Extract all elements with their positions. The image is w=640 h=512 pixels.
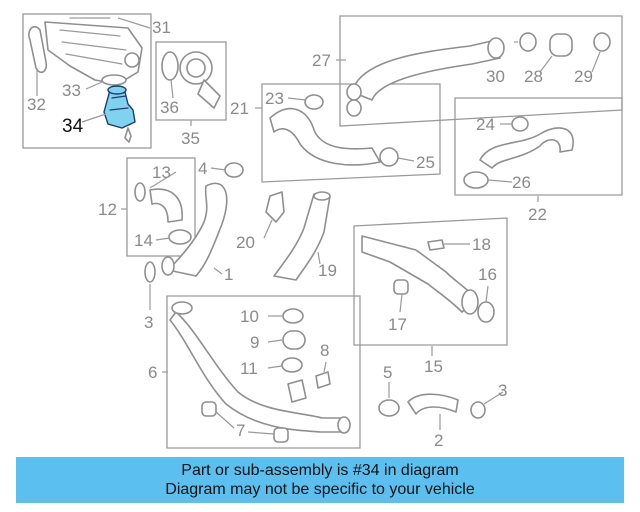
callout-35: 35 — [181, 129, 200, 148]
part-36-gasket — [161, 51, 179, 81]
part-24-clamp — [511, 116, 529, 132]
callout-24: 24 — [476, 115, 495, 134]
callout-2: 2 — [434, 431, 443, 450]
part-19-pipe — [273, 191, 331, 281]
callout-30: 30 — [486, 67, 505, 86]
callout-13: 13 — [152, 163, 171, 182]
part-13-gasket — [134, 182, 146, 202]
group-box-12 — [126, 157, 196, 257]
callout-33: 33 — [62, 81, 81, 100]
part-18-bolt — [427, 239, 445, 251]
callout-28: 28 — [524, 67, 543, 86]
callout-6: 6 — [148, 363, 157, 382]
info-banner: Part or sub-assembly is #34 in diagram D… — [16, 457, 624, 503]
part-3-oring-right — [470, 401, 486, 419]
callout-1: 1 — [224, 265, 233, 284]
callout-5: 5 — [383, 363, 392, 382]
part-29-clamp — [593, 32, 611, 52]
callout-3-left: 3 — [144, 313, 153, 332]
callout-23: 23 — [265, 89, 284, 108]
part-3-oring-left — [144, 261, 156, 283]
part-10-clamp — [282, 308, 304, 324]
part-22-hose — [479, 127, 574, 169]
group-box-31 — [22, 13, 152, 149]
part-14-clamp — [168, 229, 192, 245]
part-35-throttle-body — [179, 51, 221, 109]
part-32-gasket — [28, 25, 48, 74]
banner-line-1: Part or sub-assembly is #34 in diagram — [181, 462, 459, 479]
callout-11: 11 — [240, 359, 258, 378]
callout-31: 31 — [152, 18, 171, 37]
part-5-clamp — [378, 399, 400, 417]
part-12-elbow — [149, 188, 183, 223]
callout-4: 4 — [198, 159, 207, 178]
part-31-manifold — [44, 17, 143, 85]
part-16-oring — [477, 301, 495, 323]
part-7-bushing-a — [201, 401, 217, 417]
group-box-22 — [454, 97, 623, 196]
part-25-clamp — [379, 147, 399, 167]
callout-19: 19 — [318, 261, 337, 280]
callout-17: 17 — [388, 315, 407, 334]
part-23-clamp — [304, 94, 324, 110]
part-7-bushing-b — [273, 427, 289, 443]
part-28-hose — [549, 33, 573, 57]
part-2-hose — [407, 393, 459, 415]
part-11-clamp — [281, 357, 303, 373]
part-26-clamp — [463, 171, 489, 189]
parts-diagram: 31 33 32 34 36 35 27 30 28 29 21 23 25 2… — [22, 13, 623, 450]
part-4-clamp — [224, 162, 244, 178]
callout-16: 16 — [478, 265, 497, 284]
callout-21: 21 — [230, 99, 249, 118]
part-33-oring — [101, 74, 127, 86]
group-box-6 — [166, 295, 361, 449]
part-8-bolt — [315, 371, 331, 389]
part-17-bushing — [393, 279, 409, 295]
callout-18: 18 — [472, 235, 491, 254]
callout-7: 7 — [236, 421, 245, 440]
part-6-pipe — [169, 301, 351, 434]
callout-29: 29 — [574, 67, 593, 86]
part-34-highlighted — [103, 85, 136, 129]
part-30-clamp — [519, 32, 537, 52]
part-bolt-small — [124, 127, 132, 143]
callout-3-right: 3 — [498, 381, 507, 400]
callout-12: 12 — [98, 200, 117, 219]
callout-9: 9 — [250, 333, 259, 352]
callout-14: 14 — [134, 231, 153, 250]
group-box-15 — [353, 217, 508, 346]
part-15-pipe — [361, 235, 479, 315]
banner-line-2: Diagram may not be specific to your vehi… — [165, 481, 475, 498]
part-9-sleeve — [282, 330, 306, 350]
callout-10: 10 — [240, 307, 259, 326]
callout-labels: 31 33 32 34 36 35 27 30 28 29 21 23 25 2… — [27, 18, 593, 450]
callout-15: 15 — [424, 357, 443, 376]
leader-lines — [36, 17, 601, 435]
callout-20: 20 — [236, 233, 255, 252]
callout-8: 8 — [320, 341, 329, 360]
part-21-hose — [269, 107, 381, 166]
callout-27: 27 — [312, 51, 331, 70]
callout-32: 32 — [27, 95, 46, 114]
callout-26: 26 — [512, 173, 531, 192]
part-1-hose — [161, 182, 228, 277]
callout-22: 22 — [528, 205, 547, 224]
part-20-bracket — [265, 191, 285, 223]
callout-36: 36 — [160, 98, 179, 117]
callout-34: 34 — [62, 116, 84, 137]
part-27-charge-pipe — [346, 37, 505, 117]
callout-25: 25 — [416, 153, 435, 172]
